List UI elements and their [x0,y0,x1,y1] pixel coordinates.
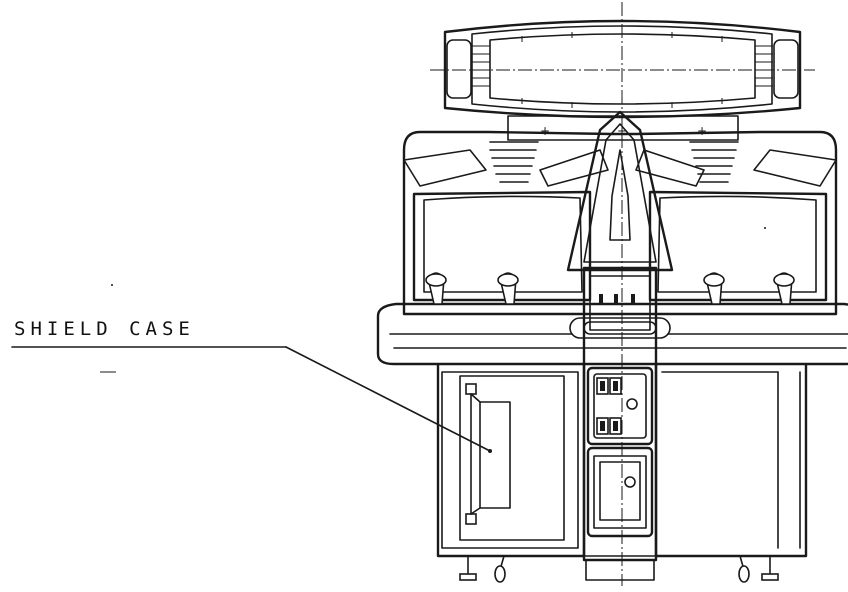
coin-slot-upper-right[interactable] [609,377,622,395]
cabinet-hood [402,130,838,316]
joystick-2[interactable] [497,272,519,305]
shield-case-label: SHIELD CASE [14,318,195,340]
coin-slot-lower-right[interactable] [609,417,622,435]
leveler-foot-right [761,555,779,581]
joystick-1[interactable] [425,272,447,305]
coin-door[interactable] [586,366,654,446]
leveler-foot-left [459,555,477,581]
joystick-3[interactable] [703,272,725,305]
shield-case-bracket-bottom [465,513,477,525]
coin-slot-lower-left[interactable] [596,417,609,435]
coin-slot-upper-left[interactable] [596,377,609,395]
caster-left [494,555,506,583]
shield-case-bracket-top [465,383,477,395]
cash-box-lock[interactable] [624,476,636,488]
svg-text:+: + [540,124,550,138]
shield-case-panel[interactable] [459,375,565,541]
kick-plate [585,559,655,581]
marquee-right-grille [755,39,799,99]
marquee-left-grille [446,39,490,99]
callout-leader [11,346,492,453]
center-spire [566,110,674,272]
left-vent [489,141,539,183]
caster-right [738,555,750,583]
svg-text:+: + [697,124,707,138]
panel-fasteners [599,294,635,303]
coin-door-lock[interactable] [626,398,638,410]
right-monitor [648,190,828,302]
cash-box-door[interactable] [586,446,654,538]
joystick-4[interactable] [773,272,795,305]
right-vent [689,141,739,183]
